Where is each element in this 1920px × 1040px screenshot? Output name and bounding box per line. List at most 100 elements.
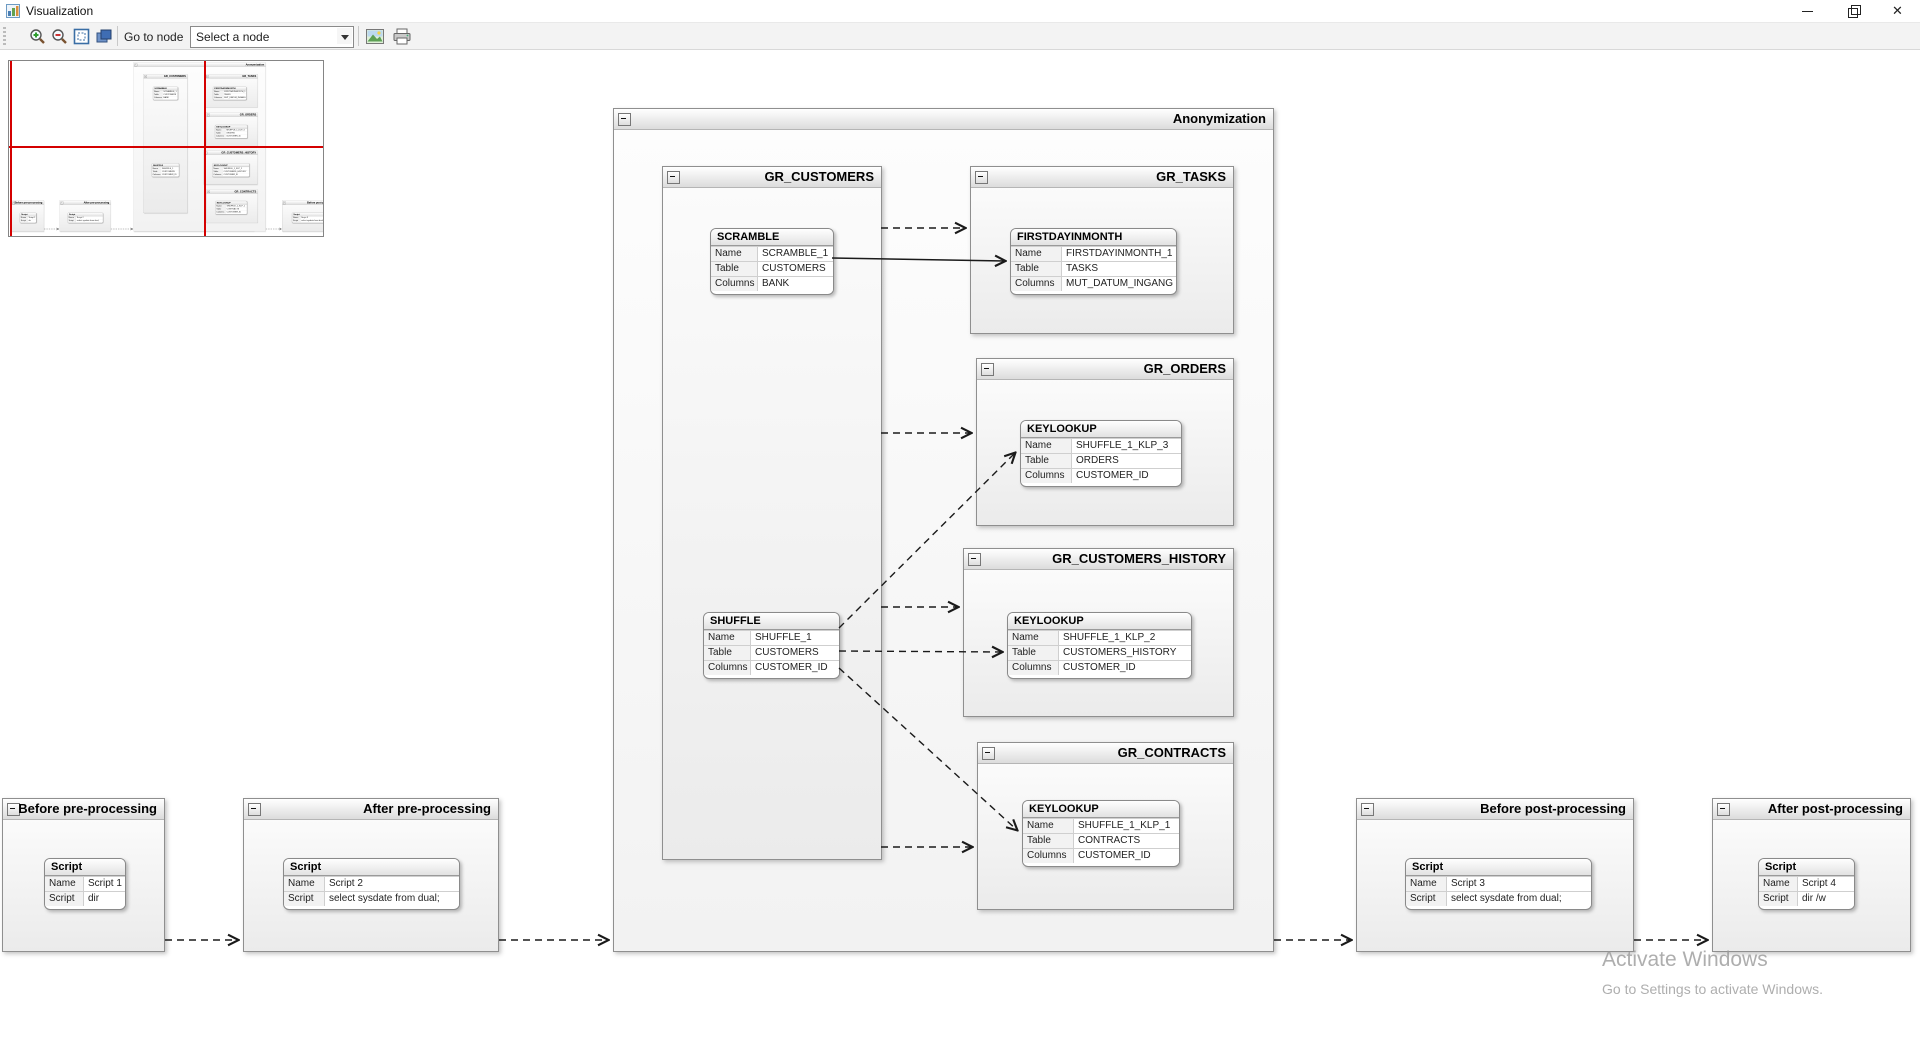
node-row-value: ORDERS	[1072, 454, 1181, 468]
node-row-value: CUSTOMERS	[758, 262, 833, 276]
container-header: After post-processing	[1713, 799, 1910, 820]
collapse-button[interactable]	[618, 113, 631, 126]
node-row-value: dir /w	[1798, 892, 1854, 906]
node-row-label: Table	[1021, 454, 1072, 468]
node-row-label: Columns	[1011, 277, 1062, 291]
node-row-value: Script 2	[325, 877, 459, 891]
collapse-button[interactable]	[667, 171, 680, 184]
container-title: GR_CUSTOMERS	[764, 169, 874, 184]
node-header: KEYLOOKUP	[1021, 421, 1181, 438]
container-after-post-processing[interactable]: After post-processing	[1712, 798, 1911, 952]
node-row-value: Script 4	[1798, 877, 1854, 891]
cascade-windows-button[interactable]	[94, 27, 113, 46]
container-title: GR_CONTRACTS	[1117, 745, 1226, 760]
collapse-button[interactable]	[1717, 803, 1730, 816]
node-row-label: Name	[45, 877, 84, 891]
goto-node-label: Go to node	[124, 30, 184, 44]
collapse-button[interactable]	[982, 747, 995, 760]
node-row-label: Script	[1759, 892, 1798, 906]
window-titlebar: Visualization ✕	[0, 0, 1920, 23]
app-icon	[6, 4, 20, 18]
container-header: GR_CUSTOMERS	[663, 167, 881, 188]
container-title: Before pre-processing	[18, 801, 157, 816]
node-row-label: Name	[1011, 247, 1062, 261]
restore-icon	[1848, 8, 1858, 18]
combobox-dropdown-arrow-icon[interactable]	[337, 28, 352, 44]
node-row-label: Table	[1023, 834, 1074, 848]
container-header: GR_CONTRACTS	[978, 743, 1233, 764]
fit-to-window-button[interactable]	[72, 27, 91, 46]
collapse-button[interactable]	[975, 171, 988, 184]
node-select-combobox[interactable]: Select a node	[190, 26, 354, 48]
print-button[interactable]	[392, 27, 411, 46]
node-row-label: Name	[1759, 877, 1798, 891]
close-icon: ✕	[1892, 3, 1903, 18]
container-title: GR_ORDERS	[1143, 361, 1226, 376]
container-title: GR_TASKS	[1156, 169, 1226, 184]
node-row-label: Table	[1008, 646, 1059, 660]
collapse-button[interactable]	[248, 803, 261, 816]
container-header: Before pre-processing	[3, 799, 164, 820]
collapse-button[interactable]	[981, 363, 994, 376]
node-row-label: Name	[284, 877, 325, 891]
node-header: KEYLOOKUP	[1008, 613, 1191, 630]
container-gr-contracts[interactable]: GR_CONTRACTS	[977, 742, 1234, 910]
container-header: Anonymization	[614, 109, 1273, 130]
node-row-value: CUSTOMERS_HISTORY	[1059, 646, 1191, 660]
zoom-in-button[interactable]	[28, 27, 47, 46]
node-row-label: Name	[704, 631, 751, 645]
export-image-button[interactable]	[365, 27, 384, 46]
toolbar: Go to node Select a node	[0, 23, 1920, 50]
close-button[interactable]: ✕	[1875, 0, 1920, 22]
container-title: After post-processing	[1767, 801, 1903, 816]
node-row-label: Table	[1011, 262, 1062, 276]
restore-button[interactable]	[1830, 0, 1875, 22]
minimap-viewport-horizontal-line	[9, 146, 323, 148]
node-row-value: CONTRACTS	[1074, 834, 1179, 848]
node-row-value: SHUFFLE_1_KLP_1	[1074, 819, 1179, 833]
collapse-button[interactable]	[1361, 803, 1374, 816]
window-title: Visualization	[26, 4, 94, 18]
toolbar-separator	[117, 26, 118, 46]
node-header: Script	[1406, 859, 1591, 876]
node-row-value: CUSTOMER_ID	[1072, 469, 1181, 483]
node-row-value: CUSTOMER_ID	[751, 661, 839, 675]
container-header: GR_TASKS	[971, 167, 1233, 188]
collapse-button[interactable]	[968, 553, 981, 566]
collapse-button[interactable]	[7, 803, 20, 816]
zoom-out-button[interactable]	[50, 27, 69, 46]
node-row-value: SCRAMBLE_1	[758, 247, 833, 261]
node-row-label: Name	[711, 247, 758, 261]
node-row-label: Script	[284, 892, 325, 906]
node-row-label: Columns	[1021, 469, 1072, 483]
minimize-button[interactable]	[1785, 0, 1830, 22]
node-row-value: TASKS	[1062, 262, 1176, 276]
